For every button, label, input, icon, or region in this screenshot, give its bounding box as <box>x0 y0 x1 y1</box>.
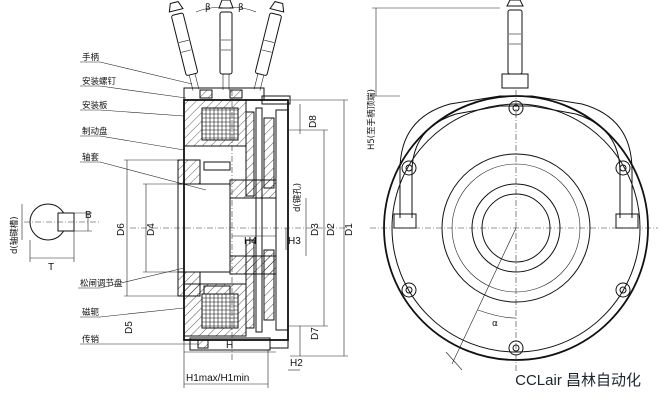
alpha-angle: α <box>492 319 498 329</box>
dim-d3: D3 <box>310 223 321 236</box>
part-labels: 手柄 安装螺钉 安装板 制动盘 轴套 松闸调节盘 磁轭 传销 <box>78 52 207 345</box>
keyway-d-label: d(轴键槽) <box>9 216 20 254</box>
dim-d-bore: d(键孔) <box>292 183 303 212</box>
dim-d1: D1 <box>344 223 355 236</box>
front-view: H5(至手柄顶端) <box>366 0 658 372</box>
label-brake-disc: 制动盘 <box>82 126 108 137</box>
handles: β β <box>168 0 285 91</box>
dim-d8: D8 <box>308 115 319 128</box>
dim-d2: D2 <box>326 223 337 236</box>
sectional-view: β β <box>116 0 355 388</box>
dim-d7: D7 <box>310 327 321 340</box>
dim-h5: H5(至手柄顶端) <box>366 89 377 150</box>
dim-h4: H4 <box>244 236 257 247</box>
label-mounting-plate: 安装板 <box>82 100 108 111</box>
label-magnet-yoke: 磁轭 <box>82 307 100 318</box>
brand-watermark: CCLair 昌林自动化 <box>515 372 641 389</box>
dim-d5: D5 <box>124 321 135 334</box>
dim-h: H <box>226 340 233 351</box>
section-dimensions: D6 D4 H4 H3 d(键孔) D3 D2 D <box>116 99 355 388</box>
dim-d6: D6 <box>116 223 127 236</box>
dim-h3: H3 <box>288 236 301 247</box>
keyway-b-label: B <box>85 210 92 221</box>
label-mounting-nut: 安装螺钉 <box>82 76 117 87</box>
keyway-t-label: T <box>48 262 54 273</box>
beta-angle-left: β <box>205 3 211 13</box>
keyway-detail: B T d(轴键槽) <box>9 203 100 273</box>
label-pin: 传销 <box>82 334 100 345</box>
dim-h1: H1max/H1min <box>186 373 249 384</box>
bolt-holes <box>401 100 631 356</box>
beta-angle-right: β <box>238 3 244 13</box>
label-handle: 手柄 <box>82 52 100 63</box>
label-shaft-sleeve: 轴套 <box>82 152 100 163</box>
label-release-adjust-disc: 松闸调节盘 <box>80 278 123 289</box>
dim-d4: D4 <box>146 223 157 236</box>
dim-h2: H2 <box>290 358 303 369</box>
